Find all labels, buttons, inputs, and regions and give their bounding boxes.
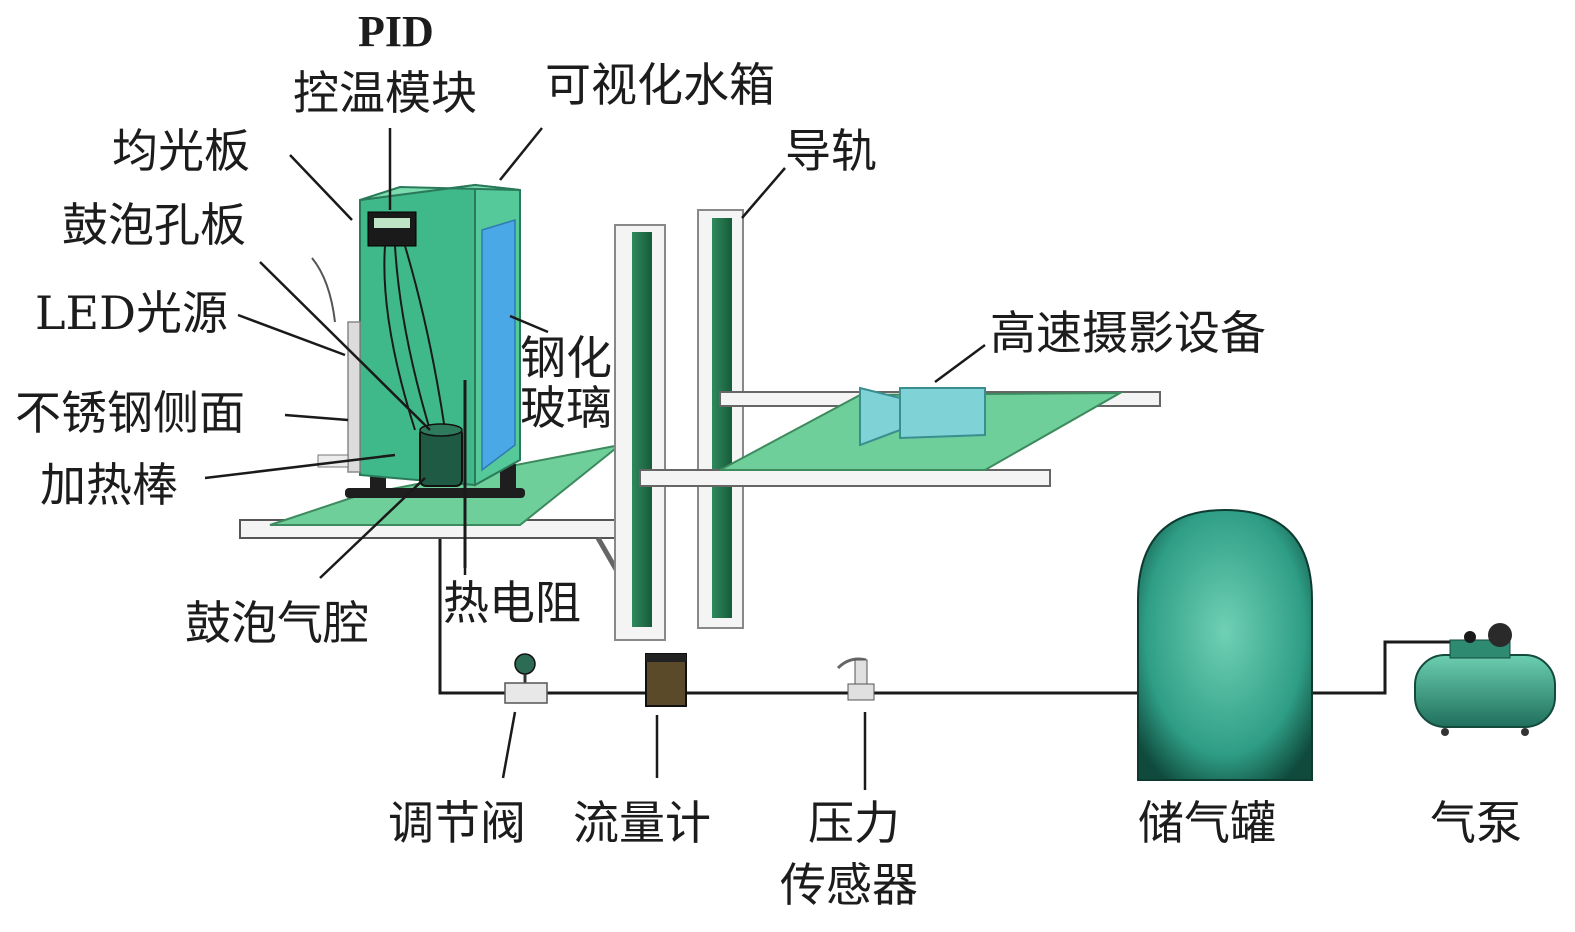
label-pressure-sensor-1: 压力	[808, 796, 900, 850]
tempered-glass-panel	[481, 218, 516, 472]
label-regulating-valve: 调节阀	[388, 796, 526, 850]
label-guide-rail: 导轨	[785, 124, 877, 178]
label-tempered-glass-1: 钢化	[520, 331, 612, 385]
label-air-pump: 气泵	[1430, 796, 1522, 850]
label-tempered-glass-2: 玻璃	[520, 381, 612, 435]
visual-water-tank	[311, 183, 521, 568]
pid-controller-box	[367, 211, 417, 247]
label-uniform-plate: 均光板	[112, 124, 250, 178]
camera-body	[899, 387, 986, 440]
guide-rails	[614, 209, 744, 641]
label-thermal-resistor: 热电阻	[443, 576, 581, 630]
label-heating-rod: 加热棒	[40, 458, 178, 512]
label-stainless-side: 不锈钢侧面	[15, 386, 245, 440]
label-bubble-orifice-plate: 鼓泡孔板	[62, 198, 246, 252]
flowmeter	[645, 653, 687, 707]
air-pump	[1414, 623, 1556, 736]
camera-platform	[639, 386, 1161, 487]
regulating-valve	[504, 653, 548, 704]
label-pressure-sensor-2: 传感器	[780, 858, 918, 912]
label-gas-tank: 储气罐	[1138, 796, 1276, 850]
label-flowmeter: 流量计	[573, 796, 711, 850]
label-bubble-chamber: 鼓泡气腔	[185, 596, 369, 650]
label-pid-line2: 控温模块	[293, 66, 477, 120]
gas-pipeline	[438, 518, 1455, 695]
label-visual-tank: 可视化水箱	[545, 58, 775, 112]
stainless-side-plate	[347, 321, 361, 473]
label-camera: 高速摄影设备	[990, 306, 1266, 360]
label-pid-line1: PID	[358, 7, 434, 56]
label-led-light: LED光源	[35, 286, 229, 340]
leader-lines	[204, 127, 986, 790]
pressure-sensor	[836, 657, 875, 701]
gas-storage-tank	[1137, 508, 1313, 781]
